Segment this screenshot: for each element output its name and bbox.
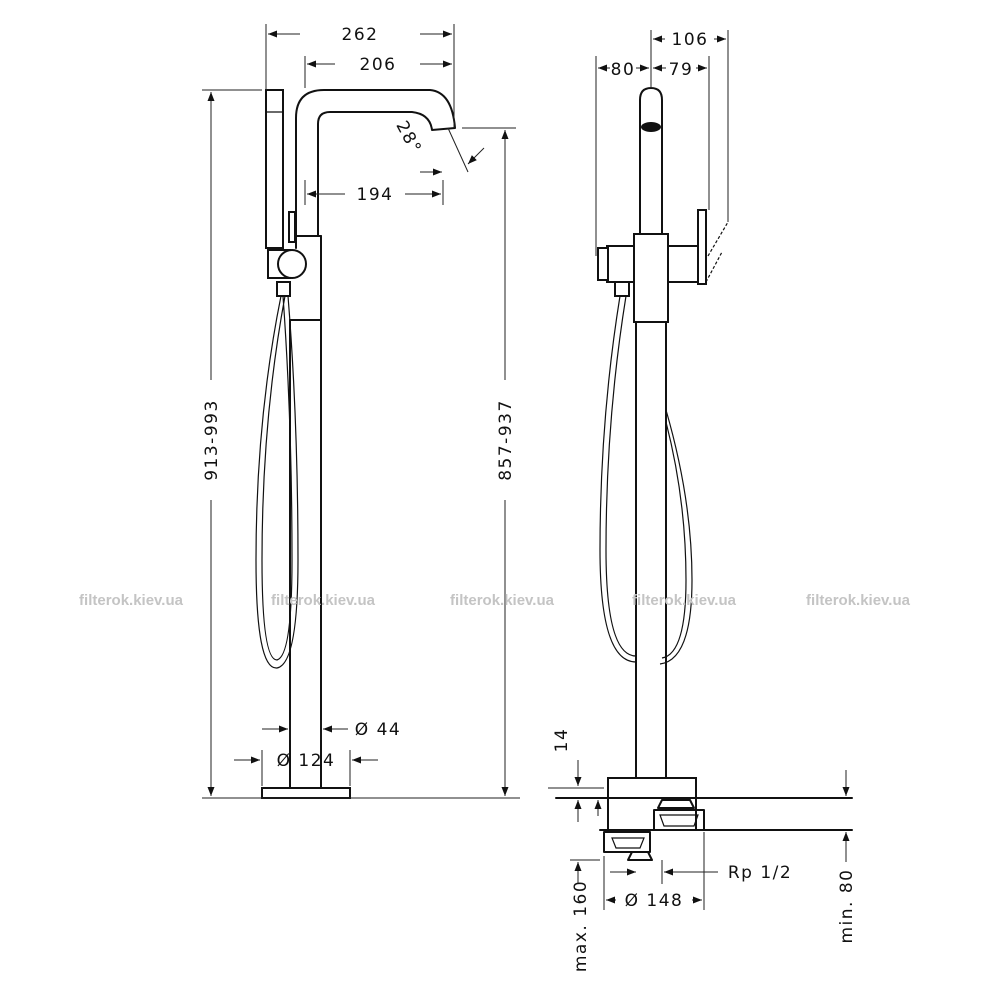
watermark: filterok.kiev.ua [271, 592, 376, 609]
side-hose [599, 295, 693, 665]
front-view [255, 89, 456, 799]
dim-max-depth: max. 160 [571, 880, 591, 972]
side-hose-connector [614, 281, 630, 297]
dim-overall-width: 262 [342, 25, 379, 45]
dim-plate-height: 14 [552, 728, 572, 753]
front-hose [255, 295, 299, 669]
dim-column-diameter: Ø 44 [355, 720, 401, 740]
watermark-row: filterok.kiev.ua filterok.kiev.ua filter… [79, 592, 911, 609]
dim-total-depth: 106 [672, 30, 709, 50]
watermark: filterok.kiev.ua [632, 592, 737, 609]
dim-spout-reach: 206 [360, 55, 397, 75]
dim-spout-offset: 194 [357, 185, 394, 205]
side-spout [639, 87, 663, 235]
front-hose-connector [276, 281, 291, 297]
dim-box-diameter: Ø 148 [625, 891, 684, 911]
dim-base-diameter: Ø 124 [277, 751, 336, 771]
side-view [555, 87, 853, 861]
front-dimensions [202, 24, 520, 799]
dim-thread: Rp 1/2 [728, 863, 792, 883]
watermark: filterok.kiev.ua [806, 592, 911, 609]
front-base-plate [261, 787, 351, 799]
dim-spout-height: 857-937 [496, 399, 516, 481]
side-dimensions [548, 30, 850, 910]
dim-front-depth: 79 [669, 60, 694, 80]
front-spout [295, 89, 456, 237]
front-knob [277, 249, 307, 279]
dim-min-depth: min. 80 [837, 869, 857, 944]
side-knob [597, 247, 609, 281]
dim-spout-angle: 28° [391, 118, 425, 158]
watermark: filterok.kiev.ua [79, 592, 184, 609]
in-floor-box [603, 797, 705, 861]
side-aerator [641, 122, 661, 132]
side-base-plate [607, 777, 697, 799]
side-mixer-body [633, 233, 669, 323]
front-hand-shower [265, 89, 284, 249]
dim-total-height: 913-993 [202, 399, 222, 481]
watermark: filterok.kiev.ua [450, 592, 555, 609]
side-lever [697, 209, 707, 285]
front-lever [288, 211, 296, 243]
dim-rear-depth: 80 [611, 60, 636, 80]
